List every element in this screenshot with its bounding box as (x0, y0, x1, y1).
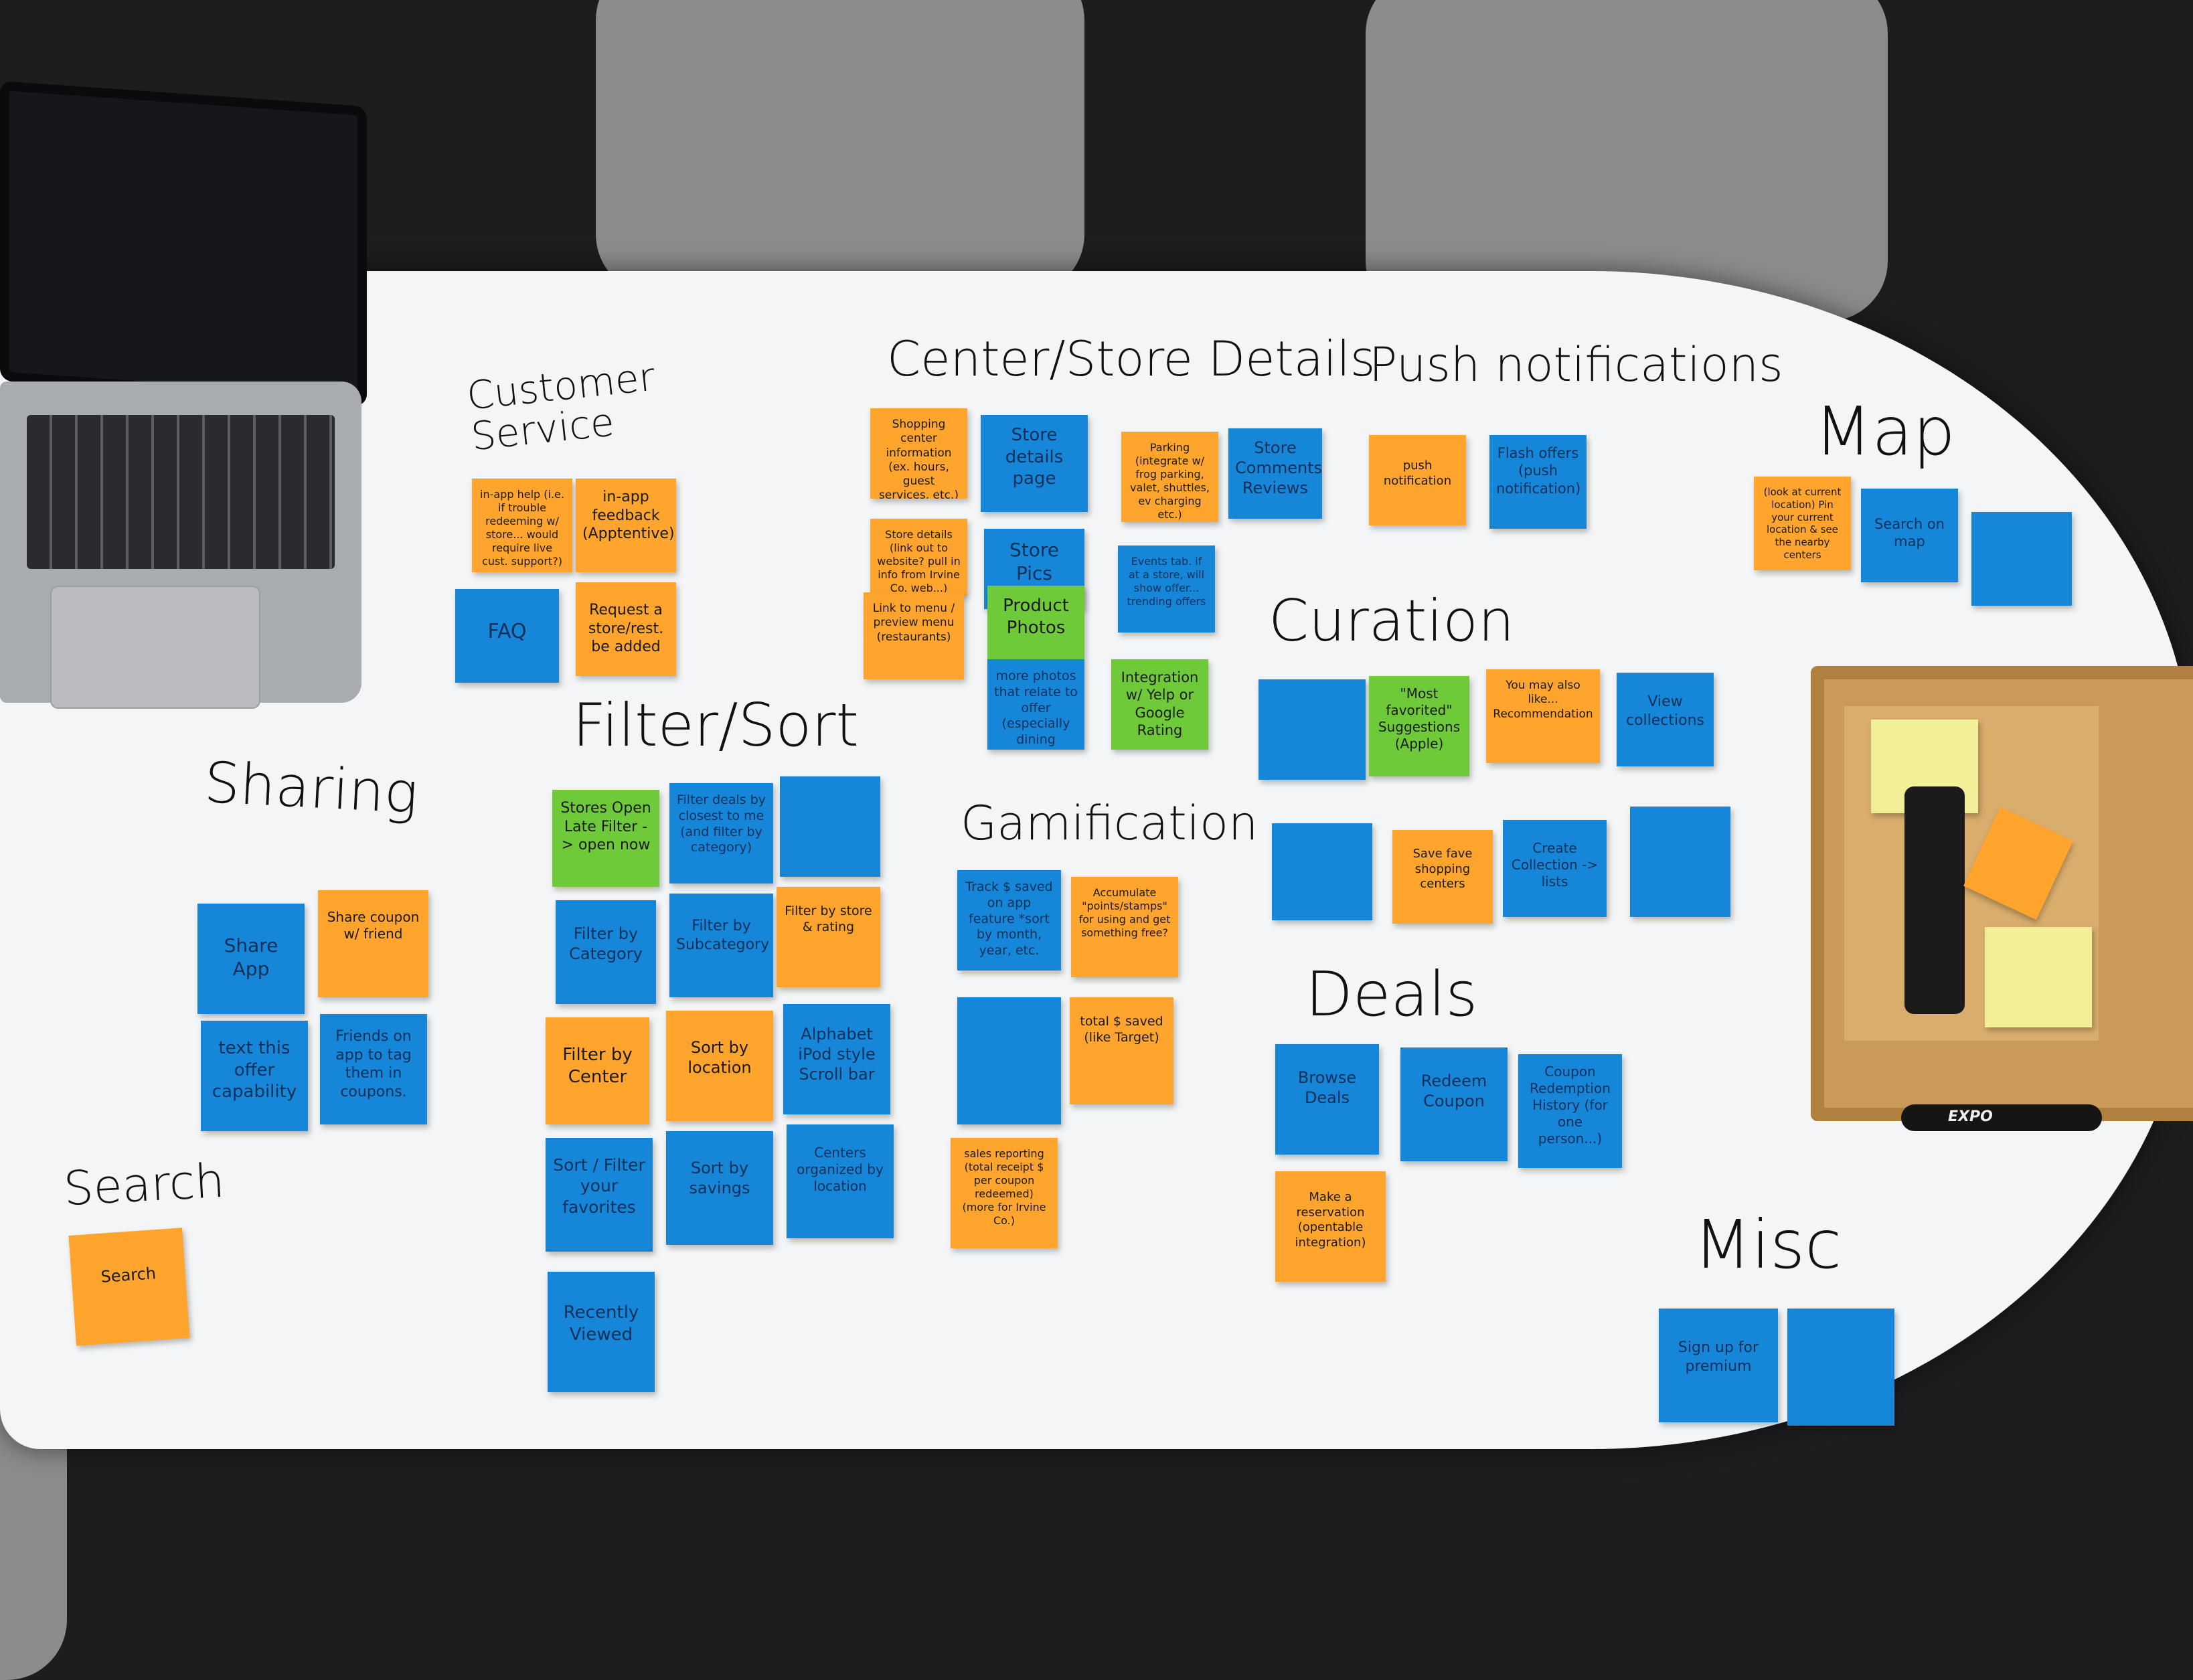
note-alphabet-scroll: Alphabet iPod style Scroll bar (783, 1004, 890, 1114)
note-store-details-page: Store details page (981, 415, 1088, 512)
note-sort-location: Sort by location (666, 1011, 773, 1121)
note-events-tab: Events tab. if at a store, will show off… (1118, 545, 1215, 633)
note-save-fave-centers: Save fave shopping centers (1392, 830, 1493, 924)
note-stores-open-late: Stores Open Late Filter -> open now (552, 790, 659, 887)
note-flash-offers: Flash offers (push notification) (1489, 435, 1587, 529)
note-more-photos: more photos that relate to offer (especi… (987, 659, 1084, 750)
dry-erase-marker: EXPO (1901, 1104, 2102, 1131)
note-filter-subcategory: Filter by Subcategory (669, 894, 773, 997)
note-in-app-feedback: in-app feedback (Apptentive) (576, 479, 676, 572)
note-link-to-menu: Link to menu / preview menu (restaurants… (864, 592, 964, 679)
heading-push-notifications: Push notifications (1369, 337, 1783, 392)
heading-misc: Misc (1694, 1205, 1842, 1284)
note-redeem-coupon: Redeem Coupon (1400, 1047, 1508, 1161)
note-coupon-history: Coupon Redemption History (for one perso… (1518, 1054, 1622, 1168)
note-create-collection: Create Collection -> lists (1503, 820, 1607, 917)
note-browse-deals: Browse Deals (1275, 1044, 1379, 1155)
note-share-app: Share App (197, 904, 305, 1014)
note-store-details-link: Store details (link out to website? pull… (870, 519, 967, 596)
note-search: Search (68, 1228, 190, 1346)
note-curation-faded (1258, 679, 1366, 780)
heading-deals: Deals (1305, 958, 1478, 1030)
note-friends-tag: Friends on app to tag them in coupons. (320, 1014, 427, 1124)
note-text-offer: text this offer capability (201, 1021, 308, 1131)
note-in-app-help: in-app help (i.e. if trouble redeeming w… (472, 479, 572, 572)
note-store-comments-reviews: Store Comments Reviews (1228, 428, 1322, 519)
note-sort-savings: Sort by savings (666, 1131, 773, 1245)
note-view-collections: View collections (1617, 673, 1714, 766)
note-filter-center: Filter by Center (546, 1017, 649, 1124)
heading-center-store-details: Center/Store Details (887, 331, 1376, 387)
laptop-keyboard (27, 415, 335, 569)
tray-compartment (1844, 706, 2099, 1041)
note-filter-category: Filter by Category (556, 900, 656, 1004)
note-share-coupon: Share coupon w/ friend (318, 890, 428, 997)
note-filter-closest: Filter deals by closest to me (and filte… (669, 783, 773, 884)
note-track-saved: Track $ saved on app feature *sort by mo… (957, 870, 1061, 971)
note-sign-up-premium: Sign up for premium (1659, 1309, 1778, 1422)
note-integration-yelp: Integration w/ Yelp or Google Rating (1111, 659, 1208, 750)
note-gamification-faded (957, 997, 1061, 1124)
note-you-may-also-like: You may also like... Recommendation (1486, 669, 1600, 763)
heading-gamification: Gamification (961, 796, 1258, 851)
heading-map: Map (1814, 392, 1956, 471)
heading-curation: Curation (1269, 588, 1515, 655)
note-sales-reporting: sales reporting (total receipt $ per cou… (951, 1138, 1058, 1248)
note-shopping-center-info: Shopping center information (ex. hours, … (870, 408, 967, 499)
note-accumulate-points: Accumulate "points/stamps" for using and… (1071, 877, 1178, 977)
note-filter-store-rating: Filter by store & rating (777, 887, 880, 987)
note-search-on-map: Search on map (1861, 489, 1958, 582)
laptop-trackpad (50, 586, 260, 709)
note-parking: Parking (integrate w/ frog parking, vale… (1121, 432, 1218, 522)
heading-filter-sort: Filter/Sort (572, 691, 859, 760)
note-filter-sort-faded (780, 776, 880, 877)
laptop (0, 80, 388, 709)
heading-search: Search (62, 1153, 226, 1217)
marker-brand: EXPO (1948, 1108, 1993, 1125)
note-total-saved: total $ saved (like Target) (1070, 997, 1173, 1104)
note-centers-by-location: Centers organized by location (787, 1124, 894, 1238)
note-make-reservation: Make a reservation (opentable integratio… (1275, 1171, 1386, 1282)
note-sort-favorites: Sort / Filter your favorites (546, 1138, 653, 1252)
note-map-faded (1971, 512, 2072, 606)
chair-left (596, 0, 1084, 295)
chair-right (1366, 0, 1888, 321)
laptop-keyboard-deck (0, 382, 361, 709)
note-request-store: Request a store/rest. be added (576, 582, 676, 676)
note-push-notification: push notification (1369, 435, 1466, 525)
sticky-pad-yellow-2 (1985, 927, 2092, 1027)
note-most-favorited: "Most favorited" Suggestions (Apple) (1369, 676, 1469, 776)
note-pin-location: (look at current location) Pin your curr… (1754, 477, 1851, 570)
sticky-pad-orange (1963, 807, 2073, 920)
laptop-screen (0, 80, 367, 407)
heading-sharing: Sharing (202, 749, 420, 827)
note-product-photos: Product Photos (987, 586, 1084, 659)
note-misc-faded (1787, 1309, 1894, 1426)
wooden-tray (1811, 666, 2193, 1121)
note-recently-viewed: Recently Viewed (548, 1272, 655, 1392)
tv-remote (1904, 786, 1965, 1014)
note-curation-faded-2 (1272, 823, 1372, 920)
note-faq: FAQ (455, 589, 559, 683)
note-curation-faded-3 (1630, 807, 1730, 917)
